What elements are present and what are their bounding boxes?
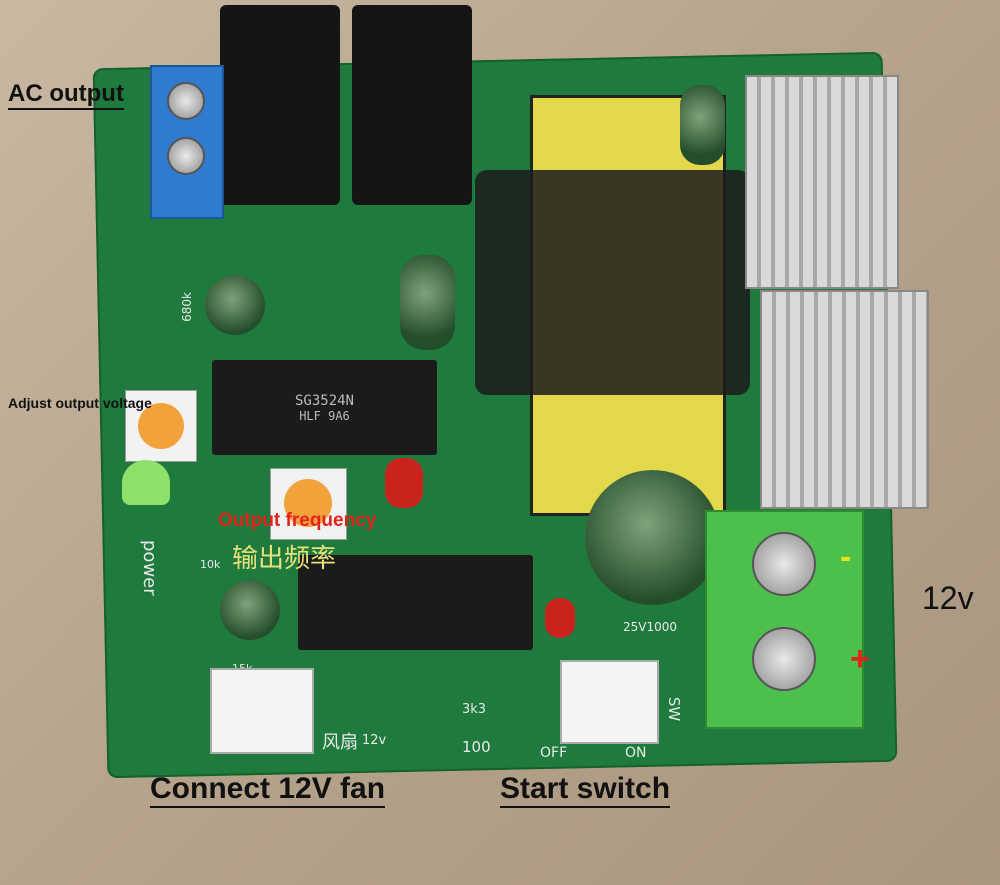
label-minus: - [840, 538, 852, 576]
dial-icon [138, 403, 184, 449]
label-output-frequency-cn: 输出频率 [232, 544, 337, 574]
silk-on: ON [625, 745, 647, 761]
silk-resistor-10k: 10k [200, 558, 221, 571]
capacitor-small [680, 85, 725, 165]
transformer-bobbin [475, 170, 750, 395]
screw-icon [752, 627, 816, 691]
silk-resistor-3k3: 3k3 [462, 702, 487, 717]
capacitor-ceramic [545, 598, 575, 638]
dc-input-terminal [705, 510, 864, 729]
capacitor-small [400, 255, 455, 350]
label-adjust-output-voltage: Adjust output voltage [8, 395, 152, 411]
switch-connector [560, 660, 659, 744]
label-start-switch: Start switch [500, 772, 671, 808]
ic-part-number: SG3524N [294, 392, 354, 409]
label-plus: + [850, 640, 870, 678]
label-ac-output: AC output [8, 80, 124, 110]
label-connect-fan: Connect 12V fan [150, 772, 386, 808]
dial-icon [284, 479, 332, 527]
silk-fan-12v: 12v [362, 733, 387, 748]
ic-driver [298, 555, 533, 650]
mosfet-1 [220, 5, 340, 205]
silk-fan: 风扇 [322, 732, 358, 753]
potentiometer-voltage [125, 390, 197, 462]
silk-sw: SW [665, 696, 684, 722]
capacitor-rating: 25V1000 [623, 620, 678, 634]
label-output-frequency: Output frequency [218, 510, 377, 531]
silk-resistor-100: 100 [462, 738, 491, 756]
silk-power: power [139, 540, 160, 596]
screw-icon [167, 137, 205, 175]
ac-output-terminal [150, 65, 224, 219]
silk-resistor-680k: 680k [179, 292, 194, 322]
screw-icon [167, 82, 205, 120]
ic-sg3524: SG3524N HLF 9A6 [212, 360, 437, 455]
mosfet-2 [352, 5, 472, 205]
label-12v: 12v [922, 580, 974, 616]
power-led [122, 460, 170, 505]
potentiometer-frequency [270, 468, 347, 540]
ic-batch-code: HLF 9A6 [299, 408, 350, 423]
capacitor-main: 25V1000 [585, 470, 720, 634]
capacitor-ceramic [385, 458, 423, 508]
silk-off: OFF [540, 745, 568, 761]
capacitor-small [220, 580, 280, 640]
heatsink-top [745, 75, 899, 289]
capacitor-small [205, 275, 265, 335]
heatsink-bottom [760, 290, 929, 509]
fan-connector [210, 668, 314, 754]
screw-icon [752, 532, 816, 596]
